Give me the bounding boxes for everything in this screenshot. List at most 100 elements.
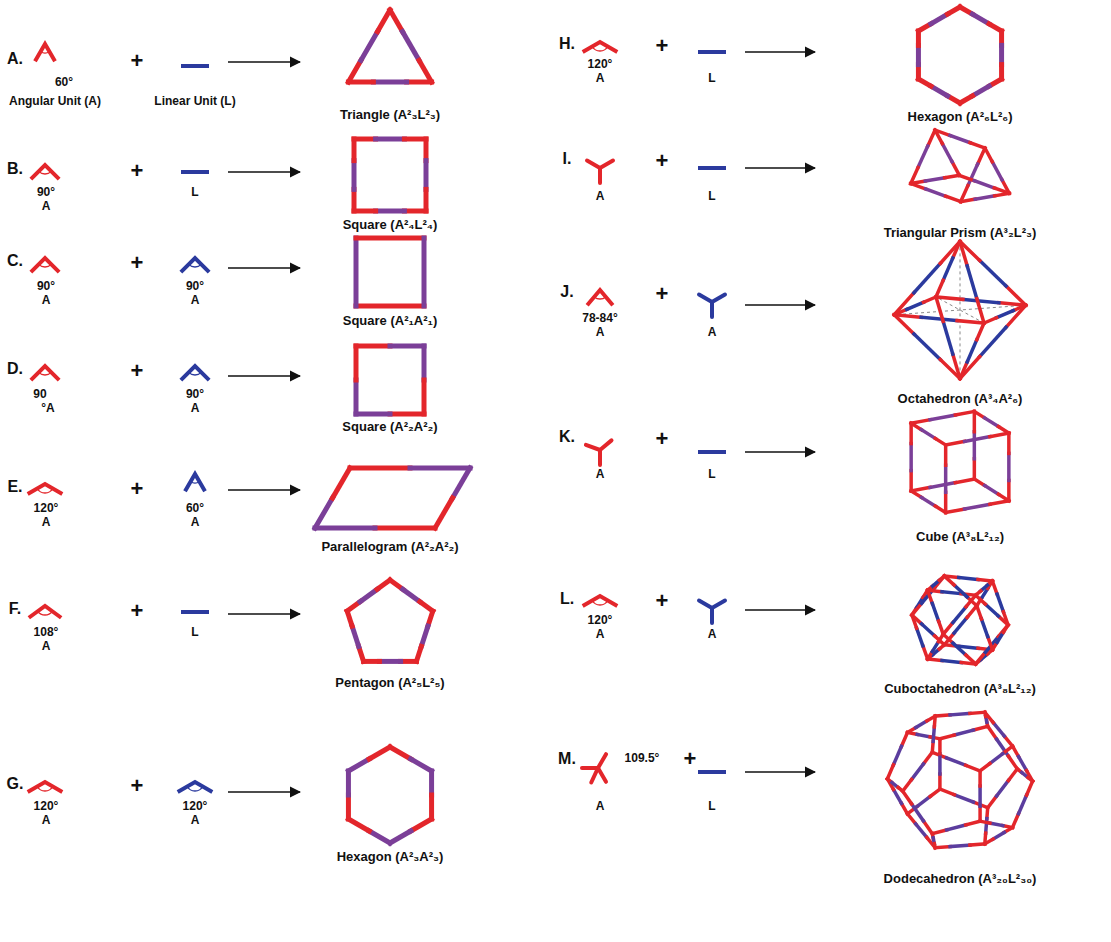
bond <box>997 311 1014 318</box>
bond <box>973 459 977 479</box>
bond <box>1007 433 1011 453</box>
bond <box>911 184 926 189</box>
plus-sign: + <box>656 33 669 58</box>
shape-name: Dodecahedron (A³₂₀L²₃₀) <box>884 872 1037 887</box>
bond <box>354 209 376 214</box>
bond <box>435 498 453 528</box>
bond <box>973 726 987 730</box>
panel-letter: L. <box>560 590 574 608</box>
bond <box>373 80 406 85</box>
unit-caption: 90° <box>186 280 204 294</box>
angular-unit <box>583 42 618 52</box>
plus-sign: + <box>131 773 144 798</box>
tritopic-unit <box>586 445 600 450</box>
bond <box>922 624 935 636</box>
bond <box>950 845 970 847</box>
tetratopic-unit <box>598 754 606 768</box>
bond <box>369 831 390 843</box>
bond <box>950 135 970 142</box>
bond <box>453 468 471 498</box>
angular-unit <box>583 596 618 606</box>
linear-unit <box>698 770 726 774</box>
bond <box>978 806 982 821</box>
bond <box>315 498 333 528</box>
unit-caption: A <box>191 294 200 308</box>
bond <box>1008 756 1017 769</box>
angular-unit <box>181 258 209 272</box>
bond <box>410 466 470 471</box>
bond <box>429 771 434 795</box>
plus-sign: + <box>131 158 144 183</box>
bond <box>421 626 428 646</box>
shape-name: Square (A²₄L²₄) <box>343 218 438 233</box>
bond <box>965 504 990 509</box>
bond <box>980 261 1006 287</box>
unit-caption: L <box>708 190 715 204</box>
bond <box>943 634 953 643</box>
bond <box>931 86 948 96</box>
bond <box>356 304 424 309</box>
bond <box>346 771 351 795</box>
bond <box>970 844 985 845</box>
bond <box>973 411 977 431</box>
bond <box>944 445 948 465</box>
unit-caption: A <box>42 640 51 654</box>
unit-caption: A <box>42 294 51 308</box>
bond <box>1027 771 1033 782</box>
bond <box>922 430 936 439</box>
panel-letter: I. <box>563 150 572 168</box>
angular-unit <box>185 474 205 491</box>
panel-letter: B. <box>7 160 23 178</box>
bond <box>974 181 994 188</box>
bond <box>985 604 998 616</box>
bond <box>947 758 966 765</box>
bond <box>936 297 963 299</box>
bond <box>917 734 930 737</box>
bond <box>990 754 1003 764</box>
angular-unit <box>587 290 613 305</box>
bond <box>346 795 351 819</box>
plus-sign: + <box>131 598 144 623</box>
unit-caption: A <box>42 200 51 214</box>
bond <box>354 137 376 142</box>
plus-sign: + <box>656 426 669 451</box>
guide-line <box>936 297 984 323</box>
bond <box>916 45 921 64</box>
bond <box>402 32 419 61</box>
bond <box>1019 757 1027 771</box>
bond <box>954 730 973 735</box>
bond <box>999 45 1004 64</box>
bond <box>940 789 954 795</box>
reaction-arrow <box>745 304 815 306</box>
bond <box>928 659 942 660</box>
bond <box>974 411 984 418</box>
bond <box>955 479 974 483</box>
linear-unit <box>698 166 726 170</box>
shape-name: Cuboctahedron (A³₈L²₁₂) <box>884 682 1036 697</box>
bond <box>907 814 915 824</box>
angle-arc <box>189 372 202 375</box>
angle-arc <box>191 482 200 483</box>
bond <box>424 161 429 190</box>
bond <box>935 715 950 716</box>
plus-sign: + <box>656 281 669 306</box>
bond <box>978 771 982 786</box>
unit-caption: A <box>596 190 605 204</box>
bond <box>966 765 980 771</box>
bond <box>912 615 922 624</box>
bond <box>901 803 907 814</box>
bond <box>967 606 977 618</box>
bond <box>903 779 912 791</box>
bond <box>356 412 390 417</box>
bond <box>926 189 946 196</box>
panel-letter: A. <box>7 50 23 68</box>
bond <box>977 323 984 340</box>
bond <box>938 754 942 774</box>
bond <box>894 293 914 315</box>
panel-letter: H. <box>559 35 575 53</box>
bond <box>404 137 426 142</box>
shape-name: Hexagon (A²₃A²₃) <box>337 850 444 865</box>
unit-caption: Angular Unit (A) <box>9 95 101 109</box>
plus-sign: + <box>131 358 144 383</box>
